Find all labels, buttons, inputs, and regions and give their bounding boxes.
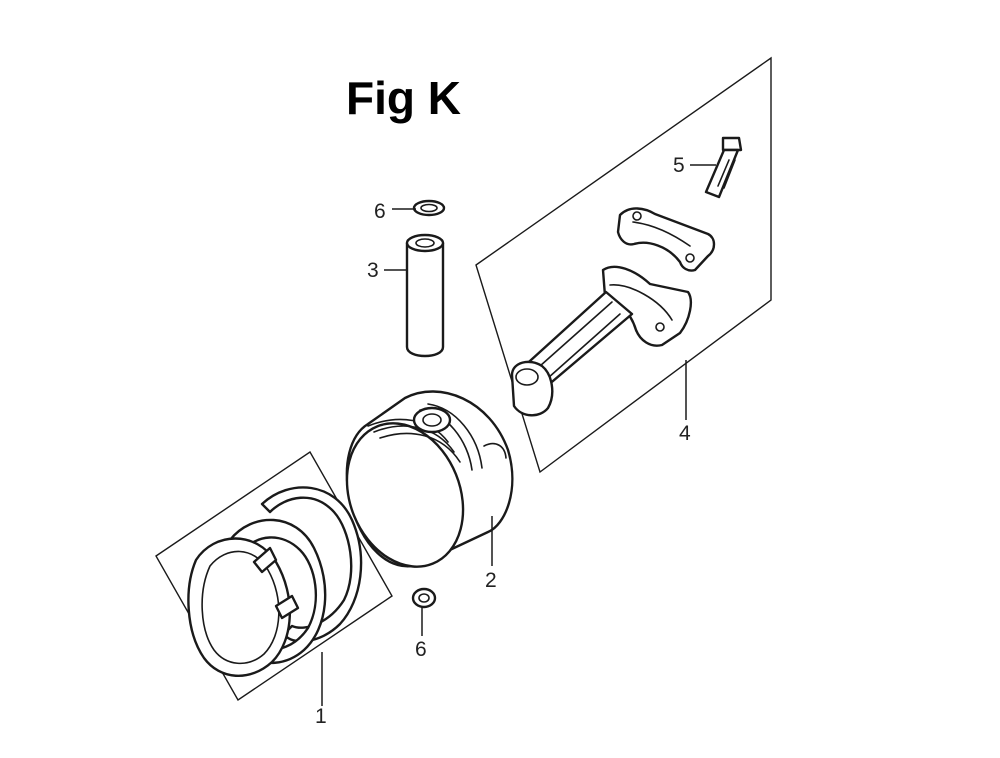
connecting-rod-cap	[616, 207, 716, 272]
callout-5: 5	[673, 154, 685, 177]
rod-bolt	[704, 136, 743, 199]
callout-6-upper: 6	[374, 200, 386, 223]
callout-3: 3	[367, 259, 379, 282]
pin-clip-upper	[412, 199, 446, 217]
figure-title: Fig K	[346, 72, 461, 124]
pin-clip-lower	[411, 587, 437, 609]
callout-1: 1	[315, 705, 327, 728]
callout-6-lower: 6	[415, 638, 427, 661]
piston-rings	[187, 486, 363, 677]
callout-4: 4	[679, 422, 691, 445]
piston-pin	[405, 233, 445, 358]
callout-2: 2	[485, 569, 497, 592]
piston	[345, 390, 514, 568]
connecting-rod	[510, 265, 692, 417]
